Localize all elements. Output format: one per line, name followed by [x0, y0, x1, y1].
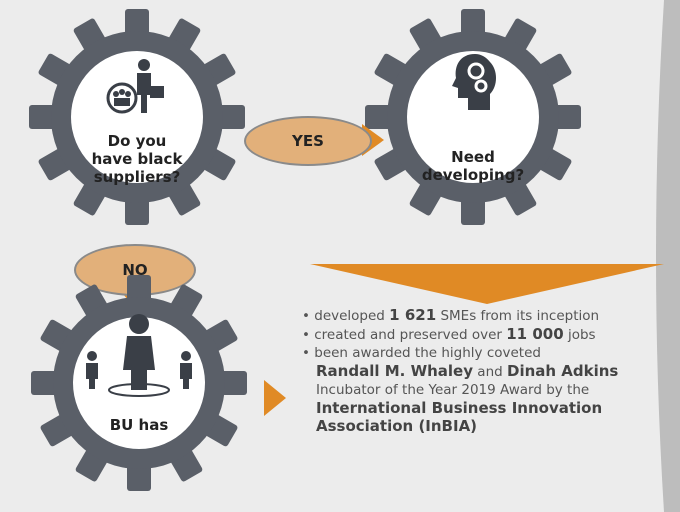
yes-pill: YES: [244, 116, 372, 166]
yes-label: YES: [292, 132, 324, 150]
business-leader-icon: [86, 314, 192, 397]
bullet-2-prefix: • created and preserved over: [302, 327, 507, 343]
no-label: NO: [122, 261, 148, 279]
gear-1-label: Do you have black suppliers?: [91, 132, 183, 186]
down-triangle: [310, 264, 664, 304]
gear-3-label: BU has: [109, 416, 169, 434]
gear-need-developing: Need developing?: [360, 4, 586, 230]
gear-2-label: Need developing?: [421, 148, 525, 184]
background-swoosh: [656, 0, 680, 512]
award-name-1: Randall M. Whaley: [316, 362, 474, 380]
bullet-jobs: • created and preserved over 11 000 jobs: [302, 325, 678, 344]
award-and: and: [473, 364, 507, 380]
businessman-group-icon: [106, 59, 164, 114]
award-name-2: Dinah Adkins: [507, 362, 619, 380]
award-org-2: Association (InBIA): [316, 417, 478, 435]
bullet-1-suffix: SMEs from its inception: [436, 308, 600, 324]
bullet-1-prefix: • developed: [302, 308, 390, 324]
bullet-1-number: 1 621: [389, 306, 437, 324]
bullet-2-number: 11 000: [506, 325, 564, 343]
head-gears-icon: [452, 54, 496, 110]
bullet-smes: • developed 1 621 SMEs from its inceptio…: [302, 306, 678, 325]
gear-shape: [365, 9, 581, 225]
gear-black-suppliers: Do you have black suppliers?: [24, 4, 250, 230]
bullet-award: • been awarded the highly coveted: [302, 345, 541, 361]
award-title: Incubator of the Year 2019 Award by the: [316, 382, 590, 398]
award-names: Randall M. Whaley and Dinah Adkins: [302, 362, 678, 381]
gear-shape: [29, 9, 245, 225]
bullet-2-suffix: jobs: [563, 327, 596, 343]
gear-bu-has: BU has: [26, 270, 252, 496]
award-org-1: International Business Innovation: [316, 399, 603, 417]
side-arrow: [264, 380, 286, 416]
achievements-list: • developed 1 621 SMEs from its inceptio…: [302, 306, 678, 435]
